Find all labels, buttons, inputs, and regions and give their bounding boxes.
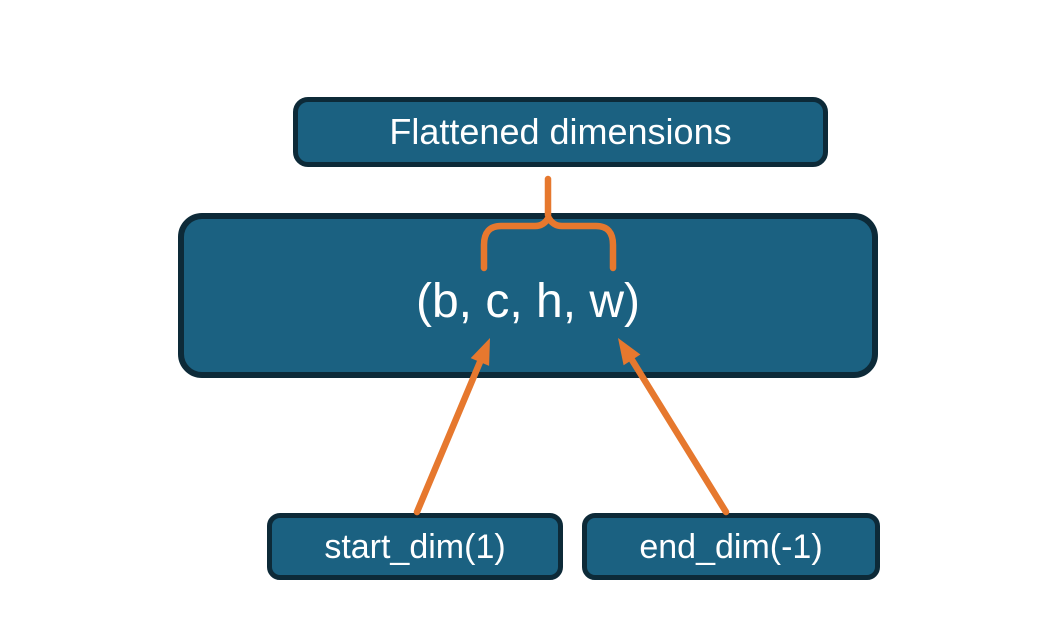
- start-dim-arrow-line: [413, 358, 484, 516]
- end-dim-box: end_dim(-1): [582, 513, 880, 580]
- start-dim-box: start_dim(1): [267, 513, 563, 580]
- flattened-dimensions-box: Flattened dimensions: [293, 97, 828, 167]
- end-dim-label: end_dim(-1): [639, 527, 823, 566]
- tensor-shape-box: (b, c, h, w): [178, 213, 878, 378]
- end-dim-arrow-line: [628, 356, 730, 516]
- flattened-dimensions-label: Flattened dimensions: [389, 111, 732, 152]
- start-dim-label: start_dim(1): [324, 527, 506, 566]
- tensor-shape-label: (b, c, h, w): [415, 274, 641, 328]
